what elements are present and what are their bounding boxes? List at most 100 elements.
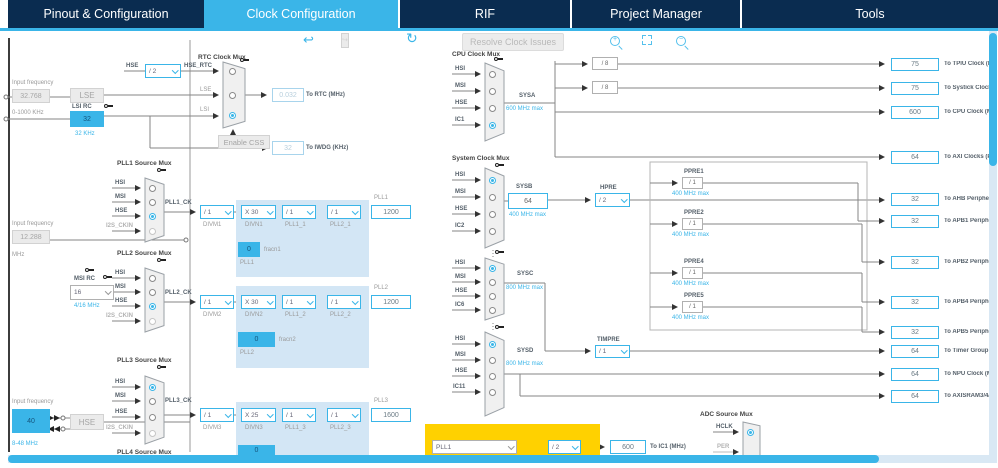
axisram-clock-field[interactable]: 64 [891,390,939,403]
pll1-mux-radio-hsi[interactable] [149,185,156,192]
tab-tools[interactable]: Tools [742,0,998,28]
pll3-out-value[interactable]: 1600 [371,408,411,422]
ppre5-box[interactable]: / 1 [682,301,703,313]
ahb-clock-field[interactable]: 32 [891,193,939,206]
pll1-p-select[interactable]: / 1 [282,205,316,219]
pll3-divn3-select[interactable]: X 25 [241,408,276,422]
sysd-mux-radio-msi[interactable] [489,357,496,364]
horizontal-scrollbar-thumb[interactable] [8,455,879,463]
rtc-mux-radio-hse[interactable] [229,68,236,75]
lsi-rc-value[interactable]: 32 [70,111,104,127]
npu-clock-field[interactable]: 64 [891,368,939,381]
i2s-input-frequency-field[interactable]: 12.288 [12,230,50,244]
sysb-mux-radio-ic2[interactable] [489,228,496,235]
enable-css-button[interactable]: Enable CSS [218,135,270,149]
rtc-frequency-field[interactable]: 0.032 [272,88,304,102]
rtc-mux-radio-lse[interactable] [229,92,236,99]
systick-clock-field[interactable]: 75 [891,82,939,95]
hse-block[interactable]: HSE [70,414,104,430]
chevron-down-icon [224,297,231,305]
pll1-out-value[interactable]: 1200 [371,205,411,219]
sysb-frequency-field[interactable]: 64 [508,193,548,209]
divn2-label: DIVN2 [245,312,263,318]
pll1-fracn-field[interactable]: 0 [238,242,260,257]
apb2-clock-field[interactable]: 32 [891,256,939,269]
pll1-mux-radio-msi[interactable] [149,199,156,206]
sysc-mux-radio-hsi[interactable] [489,265,496,272]
sysb-mux-radio-hse[interactable] [489,211,496,218]
ic1-divider-select[interactable]: / 2 [548,440,581,454]
pll2-mux-radio-msi[interactable] [149,289,156,296]
cpu-mux-radio-hse[interactable] [489,105,496,112]
apb1-clock-field[interactable]: 32 [891,215,939,228]
pll2-mux-radio-hse[interactable] [149,303,156,310]
sysc-mux-radio-msi[interactable] [489,279,496,286]
pll2-divm2-select[interactable]: / 1 [200,295,234,309]
pll3-fracn-field[interactable]: 0 [238,445,275,455]
pll3-p-select[interactable]: / 1 [282,408,316,422]
ppre4-box[interactable]: / 1 [682,267,703,279]
vertical-scrollbar-track[interactable] [989,31,997,463]
iwdg-frequency-field[interactable]: 32 [272,141,304,155]
sysb-mux-radio-msi[interactable] [489,194,496,201]
sysb-mux-radio-hsi[interactable] [489,177,496,184]
tab-project-manager[interactable]: Project Manager [572,0,740,28]
lse-block[interactable]: LSE [70,88,104,103]
pll2-mux-radio-hsi[interactable] [149,275,156,282]
tab-pinout-configuration[interactable]: Pinout & Configuration [8,0,204,28]
lse-input-frequency-field[interactable]: 32.768 [12,89,50,103]
pll3-mux-radio-hse[interactable] [149,414,156,421]
pll1-mux-radio-i2s[interactable] [149,228,156,235]
ic1-source-select[interactable]: PLL1 [432,440,517,454]
redo-icon[interactable] [341,33,349,48]
sysc-mux-radio-hse[interactable] [489,293,496,300]
sysc-mux-radio-ic6[interactable] [489,307,496,314]
vertical-scrollbar-thumb[interactable] [989,33,997,166]
pll3-mux-radio-msi[interactable] [149,398,156,405]
pll1-divm1-select[interactable]: / 1 [200,205,234,219]
fracn2-label: fracn2 [279,337,296,343]
pll1-divn1-select[interactable]: X 30 [241,205,276,219]
zoom-out-icon[interactable]: − [676,36,686,46]
pll1-q-select[interactable]: / 1 [327,205,361,219]
pll2-out-value[interactable]: 1200 [371,295,411,309]
hse-input-frequency-field[interactable]: 40 [12,409,50,433]
cpu-mux-radio-msi[interactable] [489,88,496,95]
hpre-select[interactable]: / 2 [595,193,630,207]
pll3-mux-radio-i2s[interactable] [149,430,156,437]
ppre1-box[interactable]: / 1 [682,177,703,189]
pll2-divn2-select[interactable]: X 30 [241,295,276,309]
tpiu-clock-field[interactable]: 75 [891,58,939,71]
pll1-mux-radio-hse[interactable] [149,213,156,220]
sysd-mux-radio-ic11[interactable] [489,389,496,396]
tab-clock-configuration[interactable]: Clock Configuration [204,0,398,28]
adc-mux-radio-hclk[interactable] [747,429,754,436]
cpu-mux-radio-hsi[interactable] [489,71,496,78]
sysd-mux-radio-hsi[interactable] [489,341,496,348]
fit-to-screen-icon[interactable] [642,35,652,45]
sysd-mux-radio-hse[interactable] [489,373,496,380]
pll3-mux-radio-hsi[interactable] [149,384,156,391]
rtc-hse-divider-select[interactable]: / 2 [145,64,181,78]
tab-rif[interactable]: RIF [400,0,570,28]
pll3-q-select[interactable]: / 1 [327,408,361,422]
cpu-clock-mux-title: CPU Clock Mux [452,51,501,58]
pll2-mux-radio-i2s[interactable] [149,318,156,325]
resolve-clock-issues-button[interactable]: Resolve Clock Issues [462,33,564,51]
timer-group-field[interactable]: 64 [891,345,939,358]
rtc-mux-radio-lsi[interactable] [229,112,236,119]
apb5-clock-field[interactable]: 32 [891,326,939,339]
ppre2-box[interactable]: / 1 [682,218,703,230]
cpu-mux-radio-ic1[interactable] [489,122,496,129]
pll2-fracn-field[interactable]: 0 [238,332,275,347]
zoom-in-icon[interactable]: + [610,36,620,46]
pll2-p-select[interactable]: / 1 [282,295,316,309]
axi-clock-field[interactable]: 64 [891,151,939,164]
apb4-clock-field[interactable]: 32 [891,296,939,309]
msi-rc-select[interactable]: 16 [70,285,114,300]
pll3-divm3-select[interactable]: / 1 [200,408,234,422]
pll2-q-select[interactable]: / 1 [327,295,361,309]
cpu-clock-field[interactable]: 600 [891,106,939,119]
ic1-frequency-field[interactable]: 600 [610,440,646,454]
timpre-select[interactable]: / 1 [595,345,630,358]
